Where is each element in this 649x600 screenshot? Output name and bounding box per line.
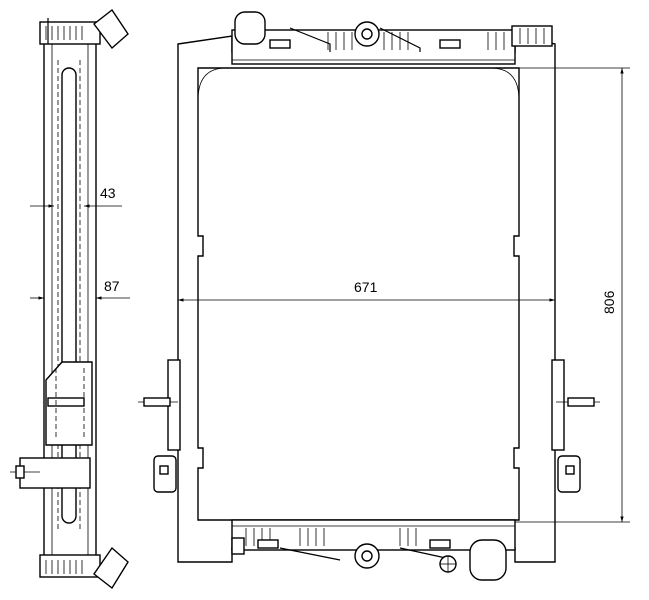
side-view-lower-pin [15, 465, 25, 479]
front-view-right-pin-head [565, 465, 575, 475]
dimension-width: 671 [354, 279, 378, 295]
front-view-right-mount [551, 359, 565, 451]
front-view-top-tab-right [439, 39, 461, 49]
side-view-slot [61, 67, 77, 524]
front-view-bottom-tab-left [257, 539, 279, 549]
front-view-top-tank-end [511, 25, 553, 47]
front-view-core [197, 67, 520, 521]
front-view-bottom-fitting [231, 537, 245, 555]
front-view-inlet-pipe [234, 11, 266, 45]
side-view: 43 87 [10, 8, 130, 590]
side-view-rubber-mount [47, 397, 85, 407]
front-view: 671 806 [138, 11, 630, 581]
side-view-outlet-pipe [93, 546, 129, 590]
front-view-drain-plug [361, 550, 373, 562]
front-view-filler-cap [361, 28, 373, 40]
side-view-lower-bracket [19, 457, 91, 489]
dimension-height: 806 [601, 290, 617, 314]
front-view-left-bolt [143, 397, 171, 407]
front-view-top-tab-left [269, 39, 291, 49]
front-view-outlet-pipe [469, 539, 507, 581]
side-view-inlet-pipe [93, 8, 129, 50]
front-view-left-pin-head [159, 465, 169, 475]
front-view-bottom-tab-right [429, 539, 451, 549]
dimension-depth-total: 87 [104, 278, 120, 294]
front-view-right-bolt [567, 397, 595, 407]
dimension-depth-core: 43 [100, 185, 116, 201]
